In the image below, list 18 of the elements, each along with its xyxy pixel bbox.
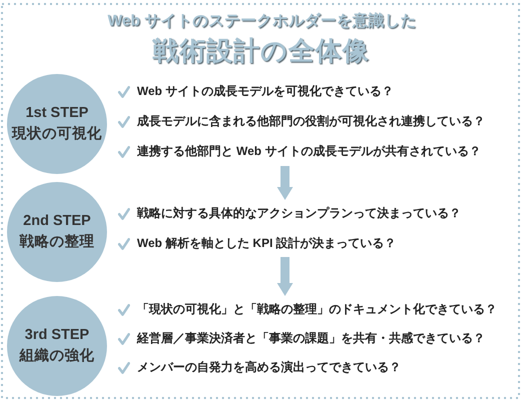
step-label: 1st STEP	[26, 104, 88, 123]
checklist-item: Web 解析を軸とした KPI 設計が決まっている？	[137, 236, 396, 250]
checklist-item: メンバーの自発力を高める演出ってできている？	[137, 360, 401, 374]
arrow	[277, 257, 293, 296]
checklist-item: 「現状の可視化」と「戦略の整理」のドキュメント化できている？	[137, 302, 497, 316]
step-title: 組織の強化	[20, 346, 94, 366]
step-label: 3rd STEP	[24, 326, 90, 345]
checklist-item: 戦略に対する具体的なアクションプランって決まっている？	[137, 206, 461, 220]
subtitle: Web サイトのステークホルダーを意識した	[108, 12, 416, 30]
title: 戦術設計の全体像	[152, 36, 370, 66]
checklist-item: Web サイトの成長モデルを可視化できている？	[137, 84, 394, 98]
checklist-item: 連携する他部門と Web サイトの成長モデルが共有されている？	[137, 144, 481, 158]
step-title: 現状の可視化	[12, 124, 102, 144]
step-label: 2nd STEP	[23, 212, 91, 231]
checklist-item: 成長モデルに含まれる他部門の役割が可視化され連携している？	[137, 114, 485, 128]
checklist-item: 経営層／事業決済者と「事業の課題」を共有・共感できている？	[137, 331, 485, 345]
arrow	[277, 166, 293, 200]
step-title: 戦略の整理	[20, 232, 94, 252]
